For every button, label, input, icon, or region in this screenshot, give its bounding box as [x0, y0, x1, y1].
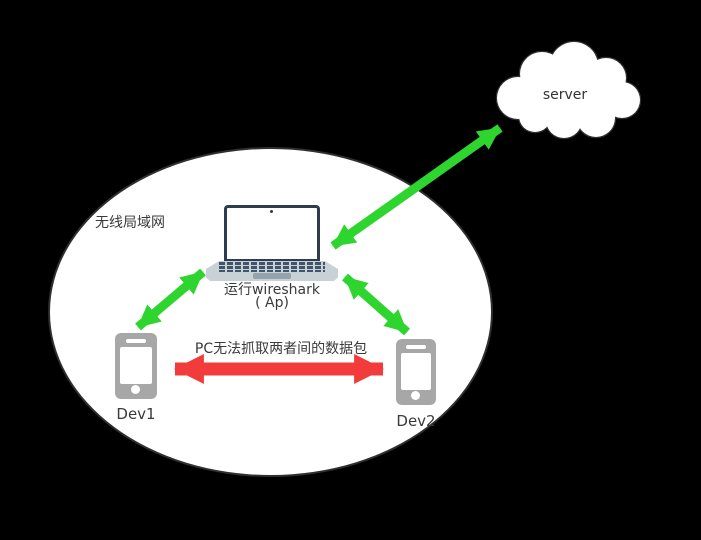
- blocked-link-caption: PC无法抓取两者间的数据包: [194, 341, 368, 357]
- laptop-screen: [224, 205, 320, 262]
- phone-screen: [401, 353, 431, 390]
- cloud-body: [497, 42, 640, 138]
- dev1-label: Dev1: [116, 405, 156, 423]
- phone-speaker-bar: [406, 345, 426, 349]
- phone-home-button: [131, 385, 140, 394]
- laptop-camera-dot: [270, 210, 273, 213]
- phone-home-button: [411, 391, 420, 400]
- phone-dev2-icon: [396, 339, 436, 405]
- ap-caption-line2: ( Ap): [255, 295, 289, 311]
- ap-caption-line1: 运行wireshark: [223, 282, 320, 298]
- server-cloud-icon: [495, 40, 642, 140]
- phone-dev1-icon: [115, 333, 157, 399]
- dev2-label: Dev2: [396, 412, 436, 430]
- wlan-label: 无线局域网: [95, 215, 165, 231]
- laptop-base: [206, 261, 338, 281]
- server-label: server: [542, 87, 588, 103]
- laptop-trackpad: [253, 273, 291, 279]
- phone-screen: [120, 347, 152, 384]
- phone-speaker-bar: [126, 339, 146, 343]
- laptop-keyboard: [219, 262, 325, 272]
